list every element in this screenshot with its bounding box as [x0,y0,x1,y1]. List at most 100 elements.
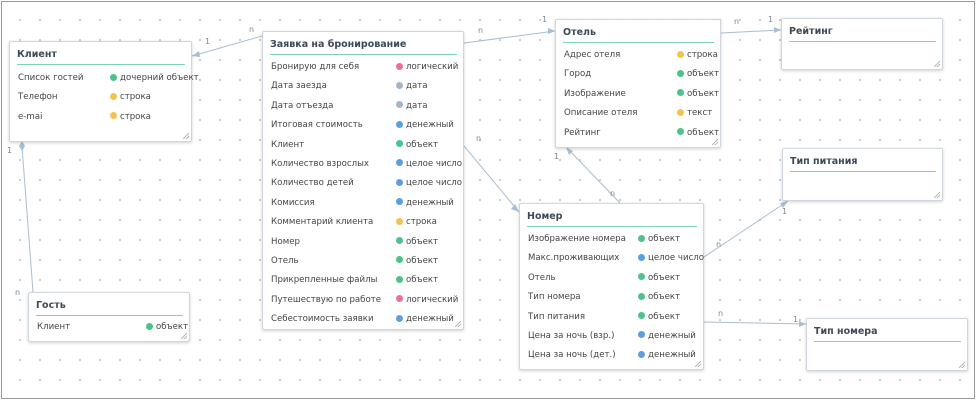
field-type: денежный [396,194,454,213]
type-dot [396,256,403,264]
field-type: объект [638,308,680,327]
field-row[interactable]: Макс.проживающих целое число [520,249,704,268]
field-name: Прикрепленные файлы [271,275,378,286]
field-type: логический [396,291,458,310]
field-type: целое число [638,249,704,268]
field-row[interactable]: Дата отъезда дата [263,97,463,116]
field-row[interactable]: Тип номера объект [520,288,703,307]
field-name: Адрес отеля [564,50,621,60]
field-name: Бронирую для себя [271,62,360,72]
field-type: дата [396,77,427,96]
entity-rating[interactable]: Рейтинг [781,18,943,70]
field-row[interactable]: Прикрепленные файлы объект [263,271,463,290]
field-name: Клиент [271,139,305,150]
field-type: объект [638,288,680,307]
field-row[interactable]: Рейтинг объект [556,124,720,143]
field-row[interactable]: Цена за ночь (дет.) денежный [520,346,703,365]
field-row[interactable]: Изображение номера объект [520,230,703,249]
type-dot [638,273,645,281]
field-type: объект [677,85,719,104]
field-row[interactable]: Комиссия денежный [263,194,463,213]
resize-handle[interactable] [695,361,701,367]
resize-handle[interactable] [181,333,187,339]
entity-room[interactable]: Номер Изображение номера объект Макс.про… [519,203,704,370]
field-type: строка [677,46,718,65]
field-type: объект [638,230,680,249]
field-row[interactable]: Бронирую для себя логический [263,58,463,77]
field-type: объект [677,65,719,84]
field-name: Цена за ночь (дет.) [528,350,616,361]
type-dot [638,292,645,300]
field-type: дочерний объект [110,69,199,88]
field-type: объект [396,136,438,155]
field-type: строка [110,88,151,107]
field-row[interactable]: Изображение объект [556,85,720,104]
type-dot [677,108,684,116]
resize-handle[interactable] [934,61,940,67]
field-row[interactable]: Количество взрослых целое число [263,155,463,174]
type-dot [638,253,645,261]
field-row[interactable]: Список гостей дочерний объект [10,69,199,88]
field-row[interactable]: Адрес отеля строка [556,46,720,65]
type-dot [677,69,684,77]
type-dot [396,101,403,109]
field-name: Дата отъезда [271,100,334,111]
field-name: Комментарий клиента [271,217,374,228]
resize-handle[interactable] [959,362,965,368]
field-row[interactable]: Клиент объект [263,136,463,155]
field-name: Отель [271,255,299,266]
resize-handle[interactable] [934,192,940,198]
field-name: Клиент [37,322,71,332]
entity-title: Номер [527,211,697,227]
type-dot [396,198,403,206]
field-type: строка [110,108,151,127]
field-row[interactable]: Дата заезда дата [263,77,463,96]
field-type: денежный [638,327,696,346]
type-dot [677,89,684,97]
field-row[interactable]: Путешествую по работе логический [263,291,463,310]
field-name: Количество взрослых [271,158,370,169]
field-row[interactable]: Отель объект [263,252,463,271]
field-type: денежный [396,310,454,329]
field-row[interactable]: Цена за ночь (взр.) денежный [520,327,703,346]
field-row[interactable]: Описание отеля текст [556,104,720,123]
entity-title: Гость [36,300,183,316]
type-dot [396,295,403,303]
field-row[interactable]: Номер объект [263,233,463,252]
field-name: Путешествую по работе [271,294,382,305]
entity-hotel[interactable]: Отель Адрес отеля строка Город объект Из… [555,19,721,148]
field-row[interactable]: e-mai строка [10,108,191,127]
field-row[interactable]: Телефон строка [10,88,191,107]
field-type: строка [396,213,437,232]
field-type: объект [146,318,188,337]
field-row[interactable]: Отель объект [520,269,703,288]
field-name: e-mai [18,111,43,122]
field-type: объект [638,269,680,288]
entity-title: Тип номера [814,326,961,342]
field-name: Себестоимость заявки [271,314,374,325]
type-dot [110,73,117,81]
field-row[interactable]: Тип питания объект [520,308,703,327]
field-name: Тип питания [528,311,586,322]
resize-handle[interactable] [455,321,461,327]
entity-guest[interactable]: Гость Клиент объект [28,292,190,342]
entity-meal[interactable]: Тип питания [782,148,943,201]
resize-handle[interactable] [712,139,718,145]
field-row[interactable]: Итоговая стоимость денежный [263,116,463,135]
entity-title: Тип питания [790,156,936,172]
entity-client[interactable]: Клиент Список гостей дочерний объект Тел… [9,41,199,142]
field-name: Рейтинг [564,127,601,138]
resize-handle[interactable] [183,133,189,139]
field-row[interactable]: Комментарий клиента строка [263,213,463,232]
field-row[interactable]: Себестоимость заявки денежный [263,310,463,329]
entity-booking[interactable]: Заявка на бронирование Бронирую для себя… [262,31,464,330]
field-row[interactable]: Город объект [556,65,720,84]
field-name: Количество детей [271,178,354,189]
entity-roomtype[interactable]: Тип номера [806,318,968,371]
field-type: объект [677,124,719,143]
field-row[interactable]: Количество детей целое число [263,174,463,193]
type-dot [396,217,403,225]
field-row[interactable]: Клиент объект [29,318,189,337]
field-name: Цена за ночь (взр.) [528,330,615,341]
entity-title: Рейтинг [789,26,936,42]
